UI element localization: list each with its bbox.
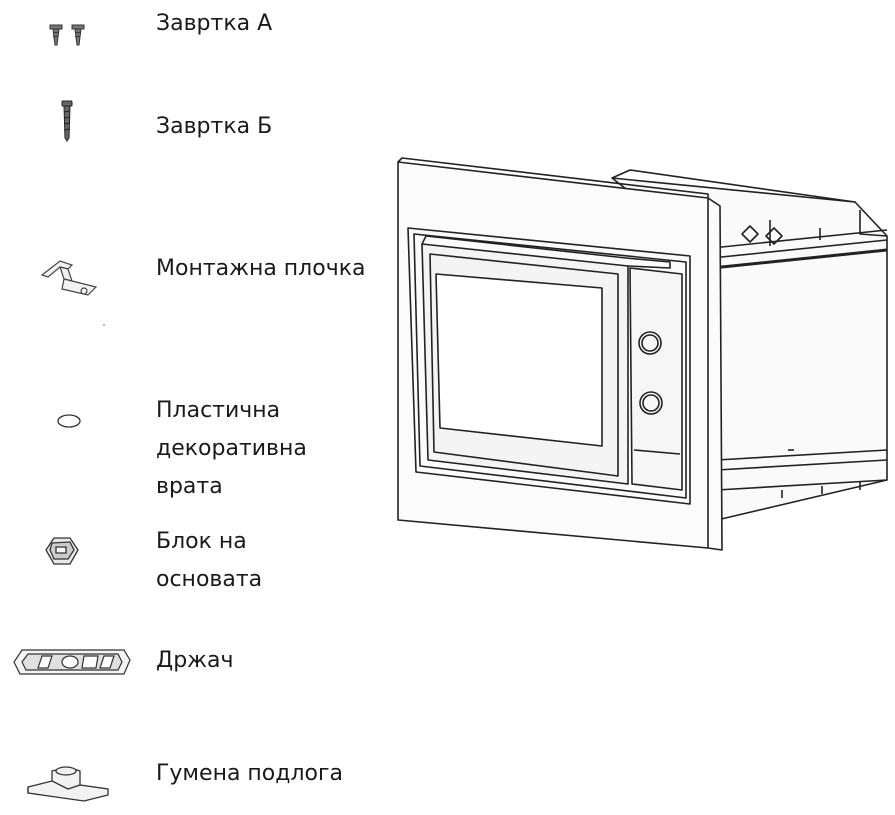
long-screw-icon [60,100,74,142]
part-item-screw-b: Завртка Б [0,100,400,150]
part-item-base-block: Блок на основата [0,527,400,597]
rubber-pad-icon [22,763,114,803]
part-label: Блок на основата [156,529,263,592]
dot-mark [102,323,106,327]
built-in-microwave-icon [390,150,895,560]
hex-block-icon [44,535,80,569]
part-item-decor-door: Пластична декоративна врата [0,390,400,500]
part-label: Пластична декоративна врата [156,398,307,499]
part-label: Гумена подлога [156,761,344,786]
part-label: Завртка Б [156,114,273,139]
part-item-screw-a: Завртка А [0,5,400,55]
o-ring-icon [55,412,83,430]
screw-pair-icon [48,23,88,49]
part-item-rubber-pad: Гумена подлога [0,755,400,805]
part-item-holder: Држач [0,640,400,680]
mounting-plate-icon [38,251,102,301]
part-label: Монтажна плочка [156,256,366,281]
part-label: Завртка А [156,11,273,36]
part-label: Држач [156,648,234,673]
holder-icon [12,646,134,678]
part-item-mounting-plate: Монтажна плочка [0,245,400,326]
